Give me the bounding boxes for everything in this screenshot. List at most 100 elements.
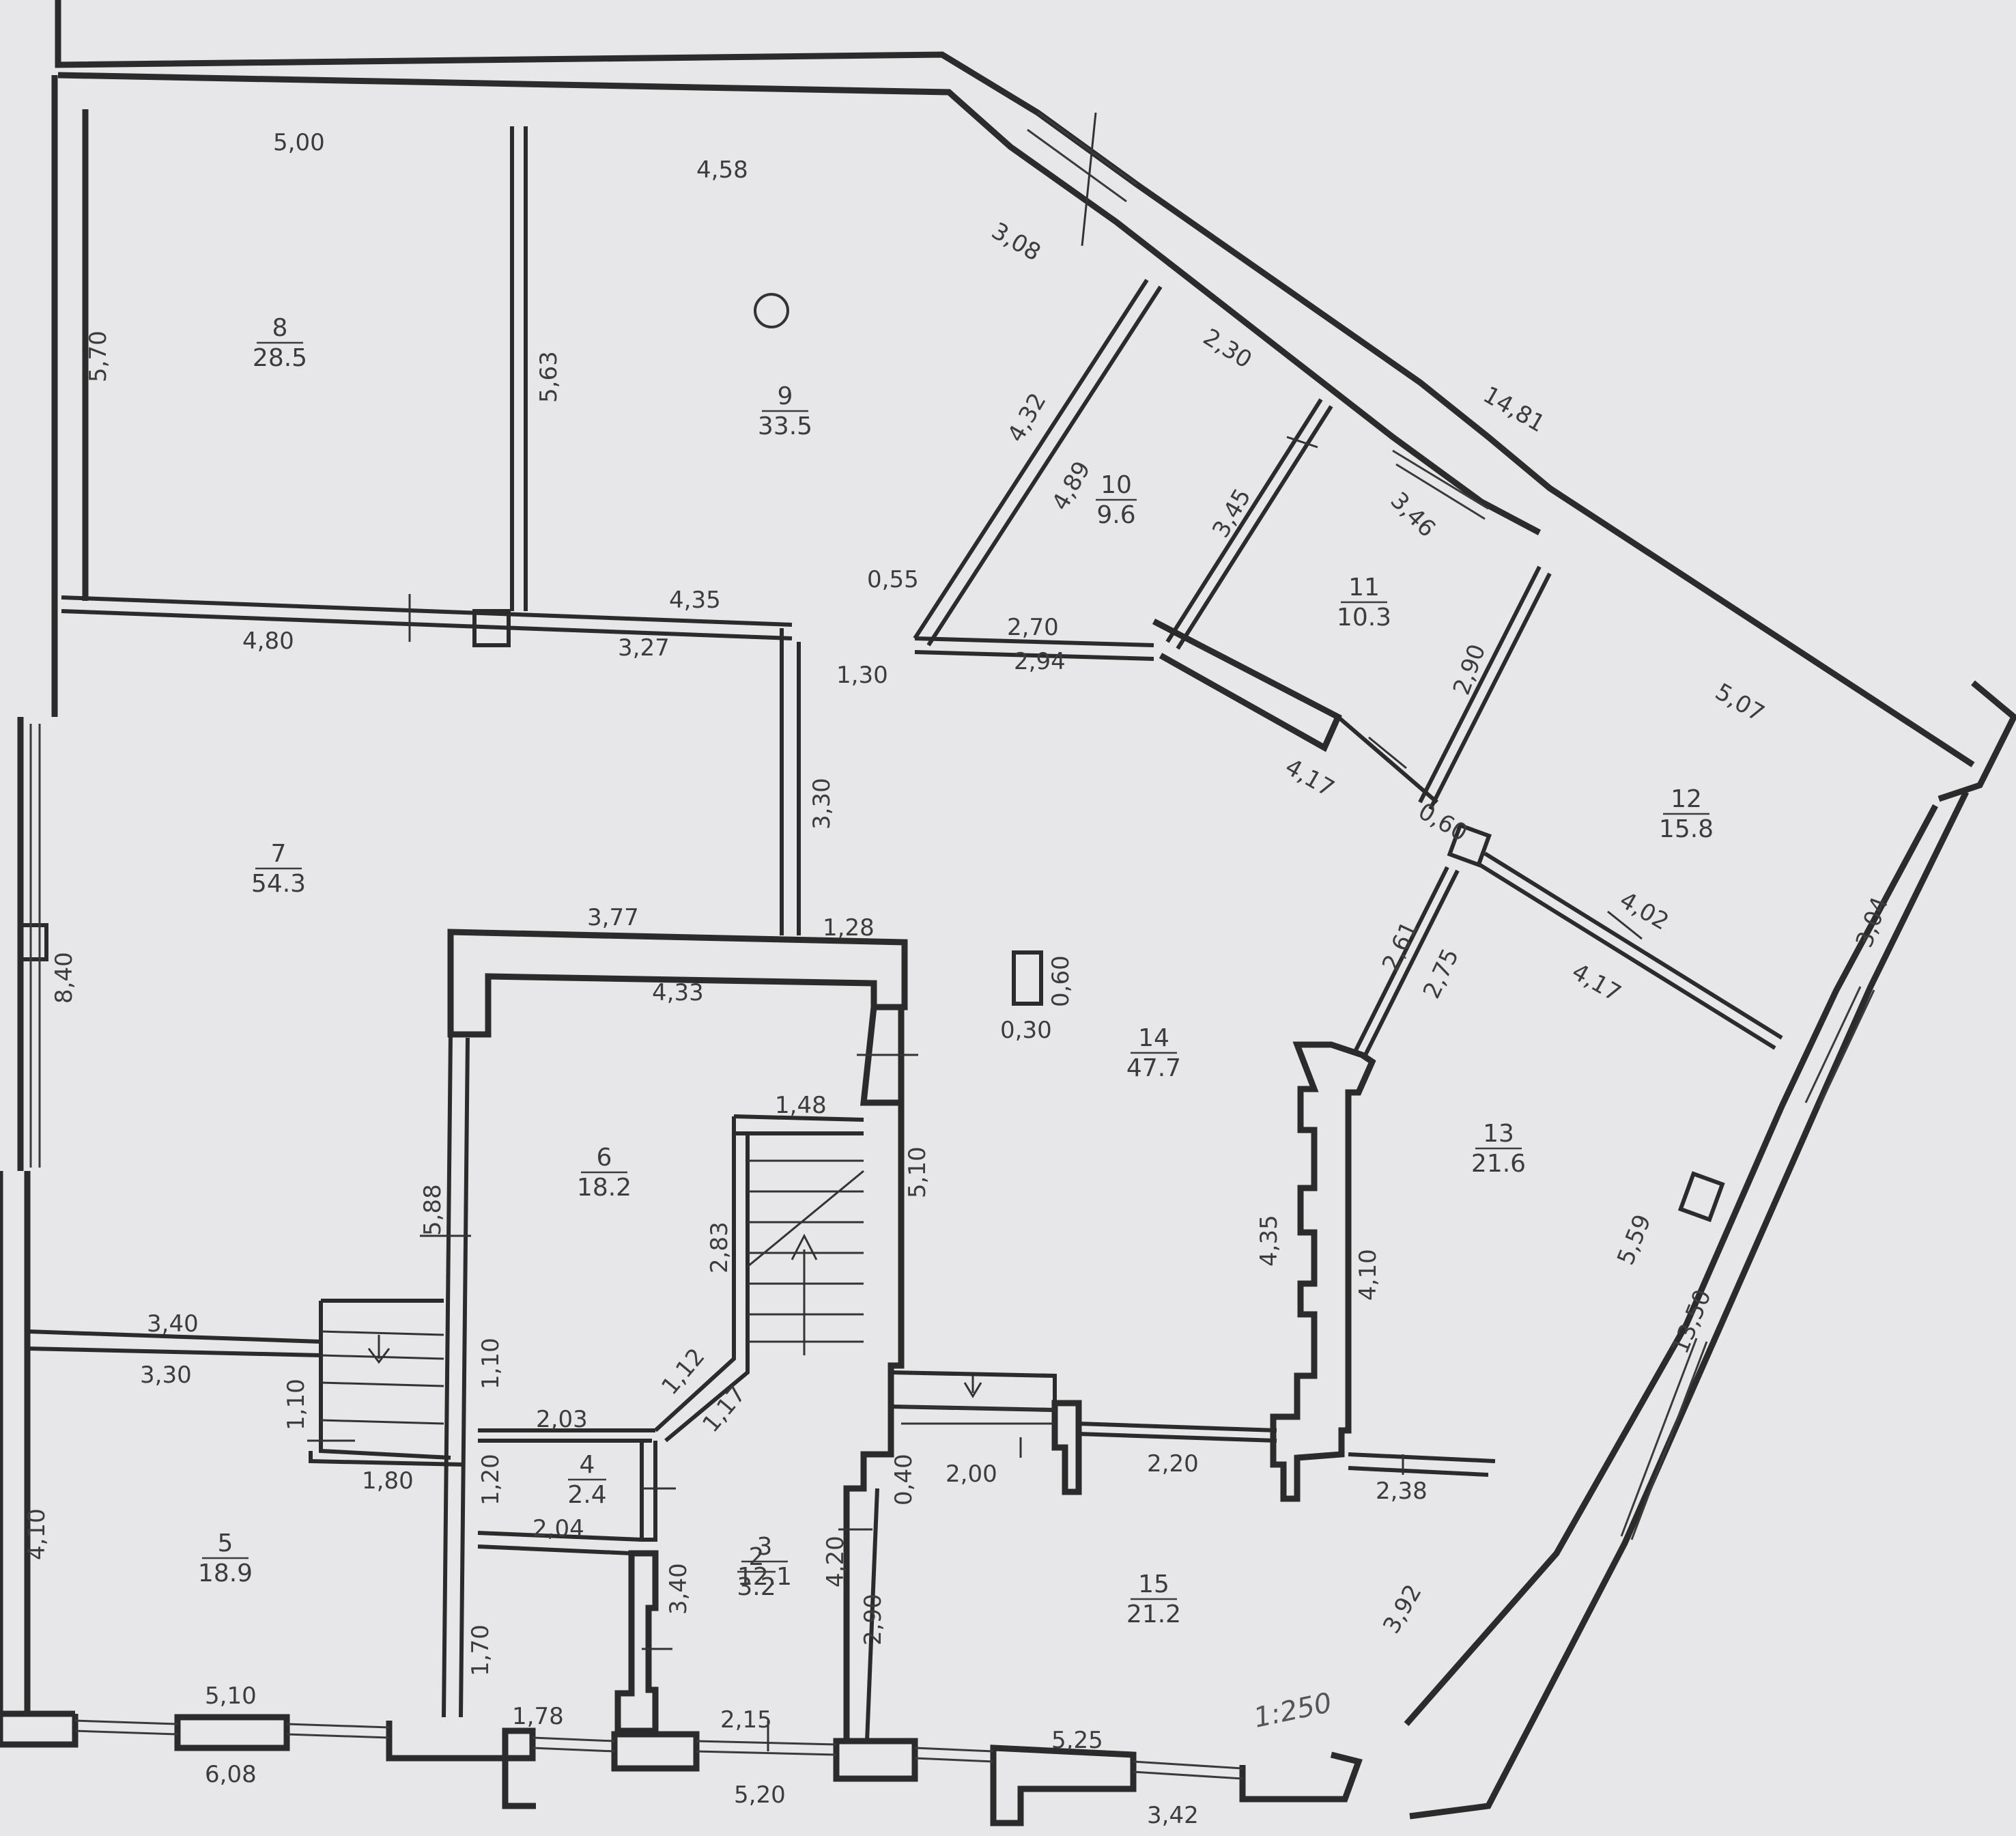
dimension-label: 3,30: [808, 778, 836, 830]
room-label: 2 3.2: [737, 1543, 776, 1601]
room-number: 7: [271, 840, 287, 868]
dimension-label: 2,83: [706, 1221, 733, 1273]
dimension-label: 0,60: [1414, 797, 1473, 847]
dimension-label: 3,40: [665, 1563, 692, 1615]
dimension-label: 0,30: [1000, 1017, 1052, 1044]
room-area: 2.4: [567, 1481, 606, 1509]
tick-marks: [307, 112, 1643, 1751]
dimension-label: 2,75: [1418, 944, 1464, 1003]
room-number: 12: [1671, 785, 1702, 813]
dimension-label: 0,55: [867, 566, 919, 593]
dimension-label: 1,10: [477, 1338, 505, 1389]
dimension-label: 2,30: [1198, 324, 1256, 374]
room-label: 8 28.5: [253, 314, 307, 372]
dimension-label: 3,30: [140, 1361, 192, 1389]
dimension-labels: 5,00 4,58 3,08 14,81 5,70 5,63 4,32 4,89…: [23, 129, 1894, 1829]
room-number: 5: [218, 1529, 233, 1557]
dimension-label: 3,92: [1378, 1580, 1427, 1639]
dimension-label: 2,00: [946, 1460, 997, 1488]
room-label: 9 33.5: [758, 382, 812, 440]
room-area: 10.3: [1337, 604, 1391, 632]
circle-symbol: [754, 293, 789, 328]
dimension-label: 1,30: [836, 662, 888, 689]
room-number: 15: [1138, 1570, 1169, 1598]
room-label: 13 21.6: [1471, 1120, 1526, 1178]
room-label: 3 12.1: [737, 1533, 792, 1591]
room-label: 7 54.3: [251, 840, 306, 898]
dimension-label: 1,70: [467, 1624, 494, 1676]
dimension-label: 3,42: [1147, 1802, 1199, 1829]
room-area: 18.9: [198, 1559, 253, 1587]
dimension-label: 5,63: [535, 351, 563, 403]
room-label: 11 10.3: [1337, 574, 1391, 632]
dimension-label: 2,90: [1448, 640, 1491, 698]
room-number: 8: [272, 314, 288, 342]
dimension-label: 5,25: [1051, 1727, 1103, 1754]
dimension-label: 4,02: [1615, 886, 1674, 935]
dimension-label: 4,17: [1281, 753, 1339, 802]
stairs: [320, 1159, 1055, 1425]
dimension-label: 1,80: [362, 1467, 414, 1495]
room-number: 9: [778, 382, 793, 410]
scale-note: 1:250: [1251, 1687, 1335, 1734]
room-number: 2: [749, 1543, 765, 1571]
dimension-label: 4,17: [1567, 958, 1626, 1007]
dimension-label: 2,04: [533, 1515, 584, 1542]
room-area: 18.2: [577, 1174, 631, 1202]
room-label: 15 21.2: [1126, 1570, 1181, 1628]
dimension-label: 2,15: [720, 1706, 772, 1734]
room-area: 47.7: [1126, 1054, 1181, 1082]
room-area: 15.8: [1659, 815, 1714, 843]
dimension-label: 3,46: [1385, 487, 1441, 543]
room-number: 3: [757, 1533, 773, 1561]
dimension-label: 4,35: [669, 587, 721, 614]
room-label: 5 18.9: [198, 1529, 253, 1587]
dimension-label: 4,33: [652, 979, 704, 1006]
dimension-label: 1,12: [656, 1343, 710, 1400]
room-area: 21.6: [1471, 1150, 1526, 1178]
room-area: 54.3: [251, 870, 306, 898]
dimension-label: 5,70: [85, 330, 112, 382]
dimension-label: 1,28: [823, 914, 875, 942]
dimension-label: 2,61: [1377, 917, 1423, 976]
dimension-label: 2,20: [1147, 1450, 1199, 1478]
dimension-label: 2,94: [1014, 648, 1066, 675]
dimension-label: 3,04: [1851, 893, 1894, 951]
dimension-label: 1,48: [775, 1092, 827, 1119]
room-number: 4: [580, 1451, 595, 1479]
dimension-label: 14,81: [1479, 381, 1550, 438]
dimension-label: 4,10: [23, 1508, 51, 1560]
room-area: 9.6: [1096, 501, 1135, 529]
room-area: 28.5: [253, 344, 307, 372]
room-number: 10: [1101, 471, 1132, 499]
dimension-label: 5,00: [273, 129, 325, 156]
dimension-label: 5,10: [205, 1682, 257, 1710]
dimension-label: 5,10: [904, 1146, 931, 1198]
room-area: 33.5: [758, 412, 812, 440]
room-area: 21.2: [1126, 1600, 1181, 1628]
room-number: 14: [1138, 1024, 1169, 1052]
dimension-label: 3,77: [587, 904, 639, 931]
dimension-label: 1,20: [477, 1454, 505, 1506]
dimension-label: 6,08: [205, 1761, 257, 1788]
dimension-label: 2,03: [536, 1406, 588, 1433]
windows: [29, 111, 1875, 1780]
room-area: 3.2: [737, 1573, 776, 1601]
dimension-label: 2,38: [1376, 1478, 1428, 1505]
dimension-label: 5,88: [419, 1184, 446, 1236]
dimension-label: 4,89: [1047, 457, 1096, 516]
dimension-label: 2,90: [860, 1594, 887, 1646]
dimension-label: 4,35: [1255, 1215, 1283, 1267]
dimension-label: 0,40: [890, 1454, 918, 1506]
room-number: 6: [597, 1144, 612, 1172]
room-label: 4 2.4: [567, 1451, 606, 1509]
dimension-label: 5,07: [1711, 678, 1770, 727]
room-label: 12 15.8: [1659, 785, 1714, 843]
dimension-label: 1,10: [283, 1379, 310, 1430]
dimension-label: 4,20: [822, 1536, 849, 1587]
dimension-label: 3,27: [618, 634, 670, 662]
dimension-label: 3,40: [147, 1310, 199, 1338]
dimension-label: 4,58: [696, 156, 748, 184]
